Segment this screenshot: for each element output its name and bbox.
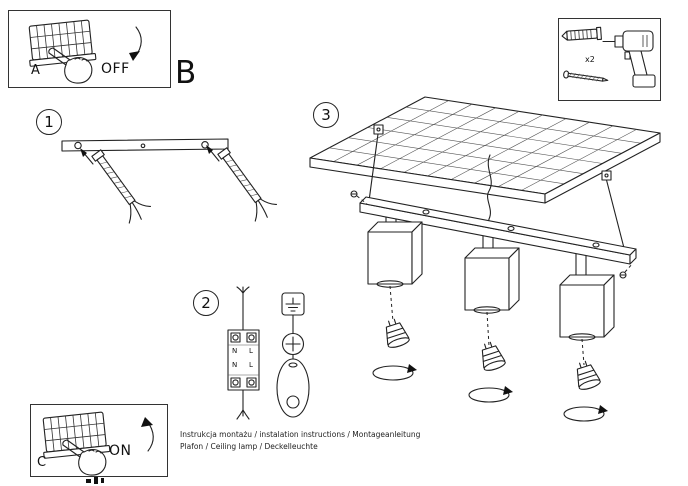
footer-line-1: Instrukcja montażu / instalation instruc… <box>180 430 421 439</box>
terminal-label-n: N <box>232 361 238 369</box>
panel-c-label: C <box>37 455 47 470</box>
flip-down-arrow-icon <box>129 26 142 61</box>
anchor-arrow-icon <box>206 145 220 162</box>
anchor-screw-icon <box>91 149 152 224</box>
rotation-arrow-icon <box>468 386 513 403</box>
switch-on-state-label: ON <box>109 443 132 459</box>
step-3-number: 3 <box>321 106 331 124</box>
footer: Instrukcja montażu / instalation instruc… <box>180 429 420 452</box>
terminal-block <box>227 329 260 391</box>
switch-off-state-label: OFF <box>101 61 130 77</box>
tools-illustration <box>561 26 656 88</box>
switch-icon <box>28 19 97 67</box>
gu10-bulb-icon <box>576 360 601 390</box>
step-1-number: 1 <box>44 113 54 131</box>
plug-quantity-label: x2 <box>585 55 595 64</box>
rotation-arrow-icon <box>563 405 608 422</box>
hand-icon <box>62 439 107 476</box>
step-3-marker: 3 <box>313 102 339 128</box>
switch-icon <box>42 411 111 459</box>
ground-screw <box>281 332 305 362</box>
anchor-arrow-icon <box>80 148 94 165</box>
footer-line-2: Plafon / Ceiling lamp / Deckelleuchte <box>180 441 318 451</box>
gu10-bulb-icon <box>385 318 410 348</box>
panel-a-label: A <box>31 63 40 78</box>
switch-on-illustration <box>42 411 154 476</box>
supply-wire <box>236 286 250 420</box>
anchor-screw-icon <box>217 147 278 222</box>
panel-tools: x2 <box>558 18 661 101</box>
rotation-arrow-icon <box>372 364 417 381</box>
earth-ground-icon <box>281 292 305 334</box>
ceiling-assembly-illustration <box>309 96 661 422</box>
spotlight-head <box>464 247 520 314</box>
gu10-bulb-icon <box>481 341 506 371</box>
wiring-illustration <box>227 286 310 420</box>
terminal-label-l: L <box>249 347 253 355</box>
terminal-label-l: L <box>249 361 253 369</box>
hand-icon <box>48 47 93 84</box>
mounting-strip <box>61 138 229 152</box>
strip-mounting-illustration <box>61 138 278 224</box>
flip-up-arrow-icon <box>141 417 154 452</box>
step-2-number: 2 <box>201 294 211 312</box>
spotlight-head <box>559 274 615 341</box>
ground-plate <box>276 358 310 418</box>
wall-plug-icon <box>561 26 602 41</box>
screw-icon <box>563 70 609 82</box>
spotlight-head <box>367 221 423 288</box>
step-1-marker: 1 <box>36 109 62 135</box>
drill-icon <box>602 30 656 88</box>
bar-end-screws <box>350 190 634 279</box>
ceiling-panel <box>309 96 661 204</box>
switch-off-illustration <box>28 19 142 84</box>
step-2-marker: 2 <box>193 290 219 316</box>
panel-switch-on: C ON <box>30 404 168 477</box>
section-b-label: B <box>175 55 197 91</box>
print-marks <box>86 477 104 484</box>
panel-switch-off: A OFF <box>8 10 171 88</box>
terminal-label-n: N <box>232 347 238 355</box>
mounting-bar <box>359 196 637 265</box>
hanging-brackets <box>368 124 625 249</box>
